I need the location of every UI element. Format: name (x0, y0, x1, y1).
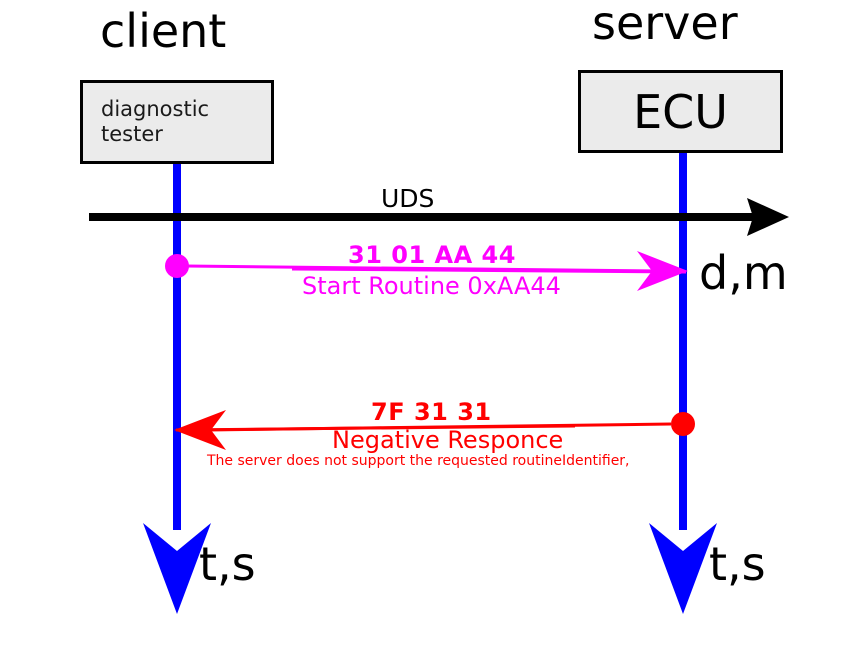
request-origin-dot (165, 254, 189, 278)
lifeline-server-end-label: t,s (709, 537, 766, 591)
participant-title-client: client (100, 4, 227, 58)
participant-box-server[interactable]: ECU (578, 70, 783, 153)
response-hex-label: 7F 31 31 (371, 398, 492, 426)
lifeline-client-arrowhead (143, 523, 211, 614)
axis-annotation-dm: d,m (699, 246, 788, 300)
lifeline-client-end-label: t,s (199, 537, 256, 591)
participant-box-client[interactable]: diagnostic tester (80, 80, 274, 164)
participant-title-server: server (592, 0, 738, 50)
response-arrowhead (174, 410, 226, 450)
response-note-label: The server does not support the requeste… (207, 453, 630, 469)
lifeline-server-arrowhead (649, 523, 717, 614)
uds-axis-arrowhead (747, 198, 789, 236)
participant-box-client-text: diagnostic tester (83, 97, 271, 147)
request-hex-label: 31 01 AA 44 (348, 241, 516, 269)
response-name-label: Negative Responce (332, 426, 564, 454)
request-name-label: Start Routine 0xAA44 (302, 272, 561, 300)
uds-protocol-label: UDS (381, 184, 435, 213)
request-arrowhead (637, 251, 688, 291)
request-label-underline (291, 267, 687, 274)
participant-box-client-line2: tester (101, 122, 163, 146)
response-label-underline (175, 424, 576, 432)
response-origin-dot (671, 412, 695, 436)
participant-box-server-text: ECU (633, 84, 728, 139)
participant-box-client-line1: diagnostic (101, 97, 210, 122)
